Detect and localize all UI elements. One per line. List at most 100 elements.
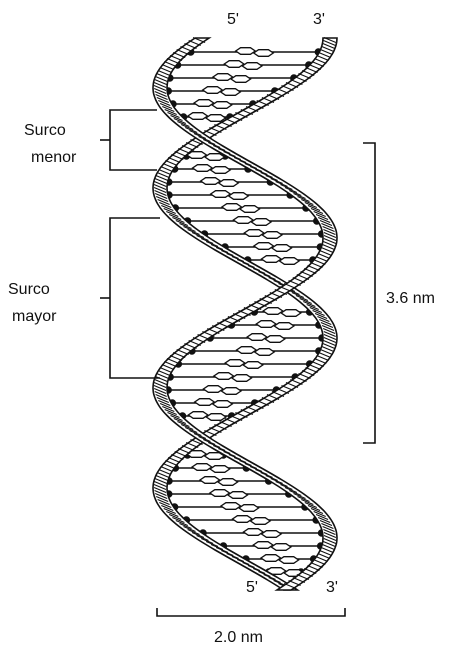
base-ring — [221, 503, 241, 510]
base-ring — [229, 193, 249, 200]
base-ring — [251, 219, 271, 226]
base-ring — [214, 373, 234, 380]
base-pair — [170, 100, 256, 109]
major-groove-bracket — [100, 218, 160, 378]
base-ring — [239, 505, 259, 512]
base-pair — [245, 256, 316, 265]
base-ring — [213, 74, 233, 81]
base-ring — [211, 167, 231, 174]
base-pair — [166, 477, 272, 486]
base-ring — [242, 63, 262, 70]
label-5prime-bottom: 5' — [246, 579, 258, 596]
base-pair — [189, 347, 322, 356]
base-ring — [244, 529, 264, 536]
base-ring — [233, 516, 253, 523]
base-ring — [247, 334, 267, 341]
base-ring — [210, 466, 230, 473]
base-ring — [253, 542, 273, 549]
base-ring — [211, 191, 231, 198]
base-ring — [210, 490, 230, 497]
base-ring — [188, 113, 208, 120]
base-pair — [222, 243, 323, 252]
base-ring — [218, 479, 238, 486]
base-pair — [172, 503, 308, 512]
base-ring — [262, 531, 282, 538]
base-pair — [166, 191, 293, 200]
pitch-bracket — [363, 143, 375, 443]
base-ring — [206, 115, 226, 122]
base-ring — [265, 336, 285, 343]
base-ring — [213, 401, 233, 408]
base-pair — [220, 542, 323, 551]
base-pair — [243, 555, 317, 564]
base-pair — [175, 61, 312, 70]
base-ring — [206, 414, 226, 421]
base-ring — [256, 321, 276, 328]
base-pair — [172, 165, 252, 174]
base-ring — [271, 544, 291, 551]
base-pair — [169, 399, 257, 408]
base-ring — [225, 360, 245, 367]
base-pair — [207, 334, 325, 343]
base-ring — [243, 362, 263, 369]
base-ring — [280, 258, 300, 265]
label-5prime-top: 5' — [227, 11, 239, 28]
base-pair — [185, 217, 320, 226]
base-pair — [172, 204, 309, 213]
base-ring — [240, 206, 260, 213]
base-pair — [167, 74, 297, 83]
base-ring — [231, 76, 251, 83]
base-pair — [165, 386, 279, 395]
base-ring — [232, 375, 252, 382]
base-ring — [203, 386, 223, 393]
base-pair — [165, 87, 278, 96]
base-ring — [262, 232, 282, 239]
base-ring — [281, 310, 301, 317]
major-groove-label-line1: Surco — [8, 281, 50, 298]
base-ring — [272, 245, 292, 252]
label-3prime-bottom: 3' — [326, 579, 338, 596]
base-ring — [262, 256, 282, 263]
base-ring — [263, 308, 283, 315]
base-ring — [279, 557, 299, 564]
base-pair — [202, 230, 325, 239]
base-ring — [224, 61, 244, 68]
base-ring — [194, 100, 214, 107]
base-pair — [166, 490, 292, 499]
minor-groove-bracket — [100, 110, 157, 170]
base-ring — [203, 87, 223, 94]
diameter-bracket — [157, 608, 345, 616]
base-pair — [166, 178, 274, 187]
label-3prime-top: 3' — [313, 11, 325, 28]
base-ring — [274, 323, 294, 330]
base-ring — [221, 388, 241, 395]
base-ring — [188, 412, 208, 419]
base-pair — [188, 48, 322, 57]
base-ring — [237, 347, 257, 354]
base-ring — [212, 102, 232, 109]
base-ring — [200, 477, 220, 484]
base-ring — [205, 154, 225, 161]
minor-groove-label-line1: Surco — [24, 122, 66, 139]
base-ring — [255, 349, 275, 356]
base-ring — [233, 217, 253, 224]
base-pair — [172, 464, 249, 473]
diameter-label: 2.0 nm — [214, 629, 263, 646]
base-ring — [201, 178, 221, 185]
major-groove-label-line2: mayor — [12, 308, 57, 325]
base-pair — [228, 321, 322, 330]
base-ring — [221, 89, 241, 96]
base-pair — [175, 360, 312, 369]
base-ring — [228, 492, 248, 499]
base-ring — [192, 464, 212, 471]
base-pair — [183, 516, 319, 525]
base-pair — [200, 529, 325, 538]
base-ring — [244, 230, 264, 237]
base-ring — [254, 243, 274, 250]
minor-groove-label-line2: menor — [31, 149, 77, 166]
base-ring — [222, 204, 242, 211]
base-ring — [236, 48, 256, 55]
base-ring — [193, 165, 213, 172]
base-ring — [195, 399, 215, 406]
